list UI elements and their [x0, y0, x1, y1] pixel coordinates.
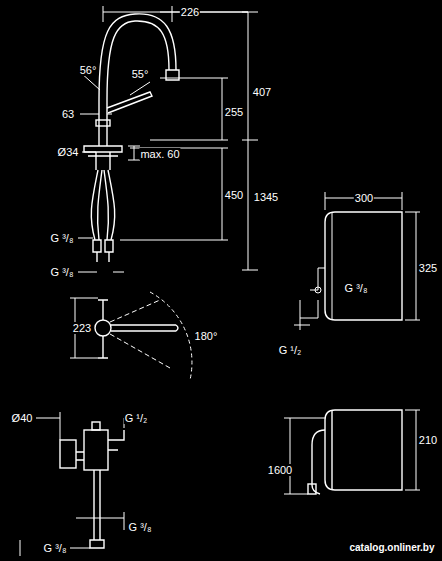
dimension-label: G ³/₈	[344, 282, 369, 294]
dimension-label: Ø40	[11, 412, 34, 424]
valve-assembly	[60, 422, 124, 548]
dimension-label: 255	[224, 106, 244, 118]
dimension-label: 63	[61, 108, 75, 120]
dimension-label: 56°	[79, 64, 98, 76]
dimension-label: 226	[180, 6, 200, 18]
dimension-label: max. 60	[139, 148, 180, 160]
dimension-label: G ¹/₂	[124, 412, 149, 424]
dimension-label: G ³/₈	[50, 232, 75, 244]
dimension-label: 210	[418, 434, 438, 446]
dimension-label: 223	[72, 322, 92, 334]
watermark: catalog.onliner.by	[348, 542, 435, 554]
dimension-label: G ³/₈	[43, 542, 68, 554]
dimension-label: G ³/₈	[50, 266, 75, 278]
water-unit	[284, 410, 420, 494]
dimension-lines	[78, 6, 258, 272]
dimension-label: G ¹/₂	[278, 344, 303, 356]
boiler-unit	[294, 192, 420, 330]
dimension-label: 407	[252, 86, 272, 98]
dimension-label: 180°	[194, 330, 219, 342]
dimension-label: 1600	[267, 464, 293, 476]
dimension-label: 1345	[253, 191, 279, 203]
faucet-side	[84, 14, 179, 262]
dimension-label: Ø34	[57, 146, 80, 158]
dimension-label: 450	[224, 189, 244, 201]
dimension-label: 325	[418, 262, 438, 274]
dimension-label: G ³/₈	[128, 521, 153, 533]
dimension-label: 55°	[131, 68, 150, 80]
dimension-lines	[20, 412, 124, 556]
faucet-plan	[70, 292, 192, 380]
dimension-label: 300	[354, 192, 374, 204]
